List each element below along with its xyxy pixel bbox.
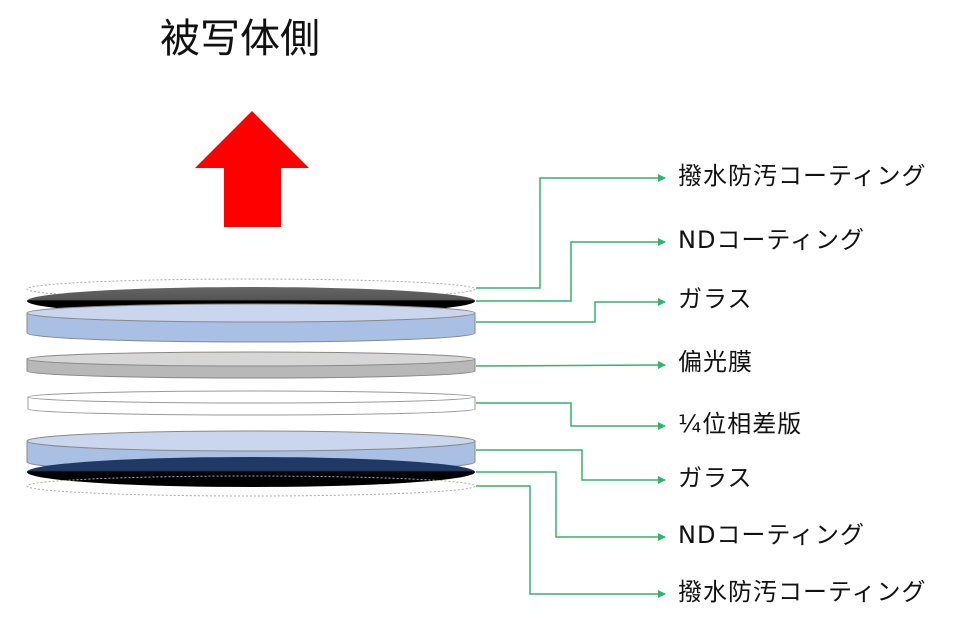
label-quarter-wave-plate: ¼位相差版: [678, 410, 803, 438]
leader-line: [475, 361, 666, 370]
diagram-title: 被写体側: [160, 16, 320, 62]
label-polarizing-film: 偏光膜: [678, 348, 753, 376]
leader-line: [476, 471, 666, 541]
label-water-repellent-coating-bottom: 撥水防汚コーティング: [678, 578, 927, 606]
leader-line: [476, 402, 666, 430]
nd-coating-bottom: [27, 457, 475, 487]
polarizing-film: [26, 351, 476, 379]
leader-line: [476, 485, 666, 598]
label-glass-bottom: ガラス: [678, 464, 753, 492]
label-water-repellent-coating-top: 撥水防汚コーティング: [678, 162, 927, 190]
quarter-wave-plate: [27, 390, 476, 416]
direction-arrow: [195, 111, 309, 227]
label-glass-top: ガラス: [678, 285, 753, 313]
glass-top: [26, 303, 476, 343]
leader-line: [476, 238, 666, 302]
leader-line: [476, 174, 666, 289]
leader-line: [476, 449, 666, 484]
water-repellent-coating-bottom: [26, 475, 476, 497]
label-nd-coating-top: NDコーティング: [678, 226, 865, 254]
leader-line: [476, 298, 666, 323]
label-nd-coating-bottom: NDコーティング: [678, 521, 865, 549]
